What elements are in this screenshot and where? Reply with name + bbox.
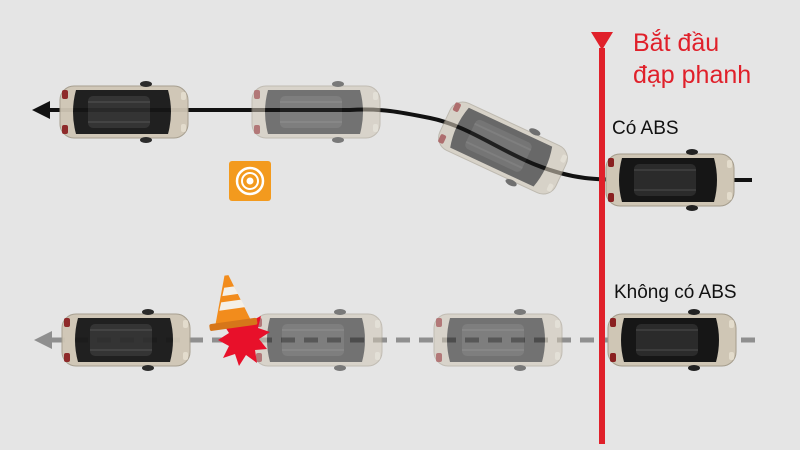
brake-start-line-1: Bắt đầu [633,29,720,57]
brake-start-line-2: đạp phanh [633,61,752,89]
car-abs-start [605,148,735,212]
car-no-abs-end [61,308,191,372]
brake-start-label: Bắt đầu đạp phanh [633,27,751,91]
traffic-cone-icon [209,275,258,331]
skid-warning-icon [229,161,271,201]
brake-start-marker [591,32,613,444]
car-no-abs-ghost-1 [433,308,563,372]
car-abs-ghost-2 [251,80,381,144]
car-no-abs-ghost-2 [253,308,383,372]
with-abs-label: Có ABS [612,118,679,139]
car-abs-ghost-1 [430,91,576,205]
car-no-abs-start [607,308,737,372]
without-abs-label: Không có ABS [614,282,737,303]
car-abs-end [59,80,189,144]
